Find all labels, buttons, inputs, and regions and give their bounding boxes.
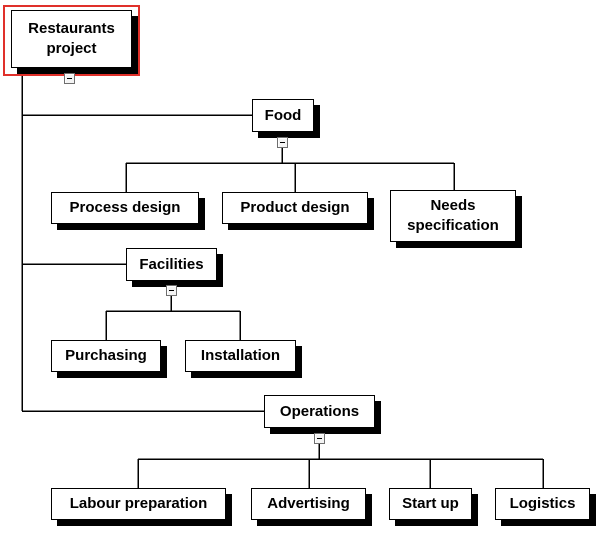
- collapse-minus-icon[interactable]: [166, 285, 177, 296]
- node-purchasing[interactable]: Purchasing: [51, 340, 161, 372]
- node-logistics[interactable]: Logistics: [495, 488, 590, 520]
- node-restaurants-project[interactable]: Restaurants project: [11, 10, 132, 68]
- node-needs-specification[interactable]: Needs specification: [390, 190, 516, 242]
- node-installation[interactable]: Installation: [185, 340, 296, 372]
- node-labour-preparation[interactable]: Labour preparation: [51, 488, 226, 520]
- collapse-minus-icon[interactable]: [64, 73, 75, 84]
- collapse-minus-icon[interactable]: [277, 137, 288, 148]
- node-operations[interactable]: Operations: [264, 395, 375, 428]
- node-product-design[interactable]: Product design: [222, 192, 368, 224]
- node-facilities[interactable]: Facilities: [126, 248, 217, 281]
- node-food[interactable]: Food: [252, 99, 314, 132]
- collapse-minus-icon[interactable]: [314, 433, 325, 444]
- node-start-up[interactable]: Start up: [389, 488, 472, 520]
- node-advertising[interactable]: Advertising: [251, 488, 366, 520]
- node-process-design[interactable]: Process design: [51, 192, 199, 224]
